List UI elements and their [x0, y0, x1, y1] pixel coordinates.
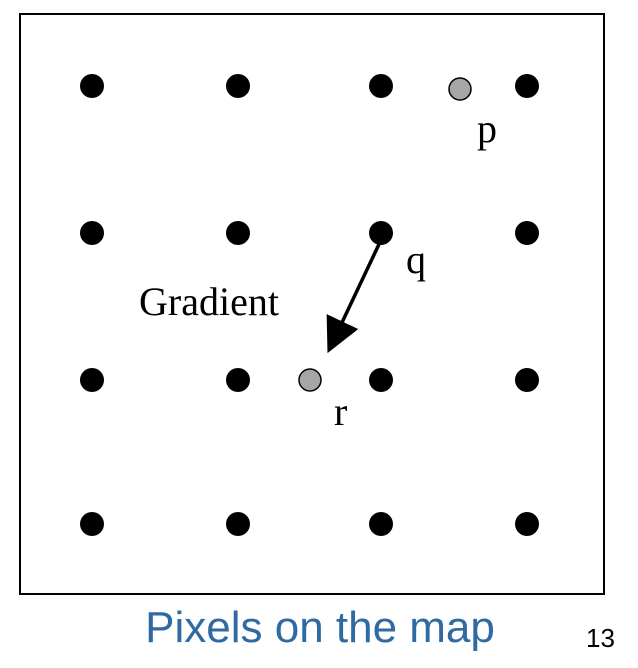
pixel-dot — [369, 221, 393, 245]
pixel-dot — [80, 221, 104, 245]
page-number: 13 — [586, 623, 615, 653]
label-gradient: Gradient — [139, 279, 279, 324]
pixel-dot — [80, 512, 104, 536]
slide-caption: Pixels on the map — [145, 603, 495, 652]
diagram-frame — [19, 13, 605, 595]
pixel-dot — [515, 74, 539, 98]
point-p-marker — [448, 77, 472, 101]
pixel-dot — [369, 368, 393, 392]
label-q: q — [406, 237, 426, 282]
pixel-dot — [369, 512, 393, 536]
pixel-dot — [226, 368, 250, 392]
label-r: r — [334, 389, 347, 434]
pixel-dot — [515, 512, 539, 536]
pixel-dot — [515, 221, 539, 245]
pixel-dot — [515, 368, 539, 392]
pixel-dot — [80, 74, 104, 98]
pixel-dot — [369, 74, 393, 98]
pixel-dot — [80, 368, 104, 392]
label-p: p — [477, 106, 497, 151]
pixel-dots — [80, 74, 539, 536]
gradient-arrow — [326, 239, 383, 354]
pixel-dot — [226, 221, 250, 245]
pixel-dot — [226, 512, 250, 536]
pixel-dot — [226, 74, 250, 98]
point-r-marker — [298, 368, 322, 392]
